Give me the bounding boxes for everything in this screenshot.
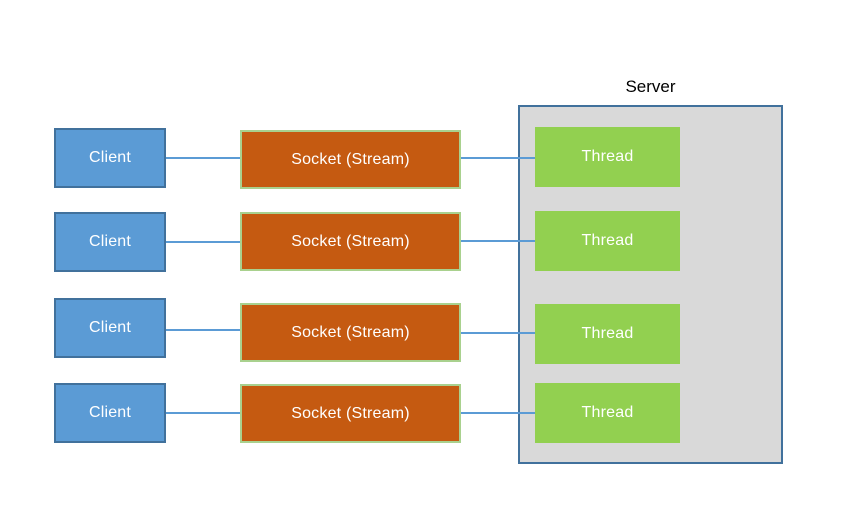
connector-client-socket-4 xyxy=(166,412,240,414)
thread-box: Thread xyxy=(535,127,680,187)
thread-box: Thread xyxy=(535,383,680,443)
connector-socket-thread-3 xyxy=(461,332,535,334)
connector-socket-thread-1 xyxy=(461,157,535,159)
connector-client-socket-3 xyxy=(166,329,240,331)
socket-box: Socket (Stream) xyxy=(240,384,461,443)
client-box: Client xyxy=(54,128,166,188)
thread-box: Thread xyxy=(535,304,680,364)
socket-box: Socket (Stream) xyxy=(240,130,461,189)
socket-box: Socket (Stream) xyxy=(240,212,461,271)
thread-box: Thread xyxy=(535,211,680,271)
server-label: Server xyxy=(625,77,676,96)
connector-socket-thread-4 xyxy=(461,412,535,414)
client-box: Client xyxy=(54,383,166,443)
connector-client-socket-1 xyxy=(166,157,240,159)
connector-socket-thread-2 xyxy=(461,240,535,242)
connector-client-socket-2 xyxy=(166,241,240,243)
client-box: Client xyxy=(54,212,166,272)
client-box: Client xyxy=(54,298,166,358)
socket-box: Socket (Stream) xyxy=(240,303,461,362)
